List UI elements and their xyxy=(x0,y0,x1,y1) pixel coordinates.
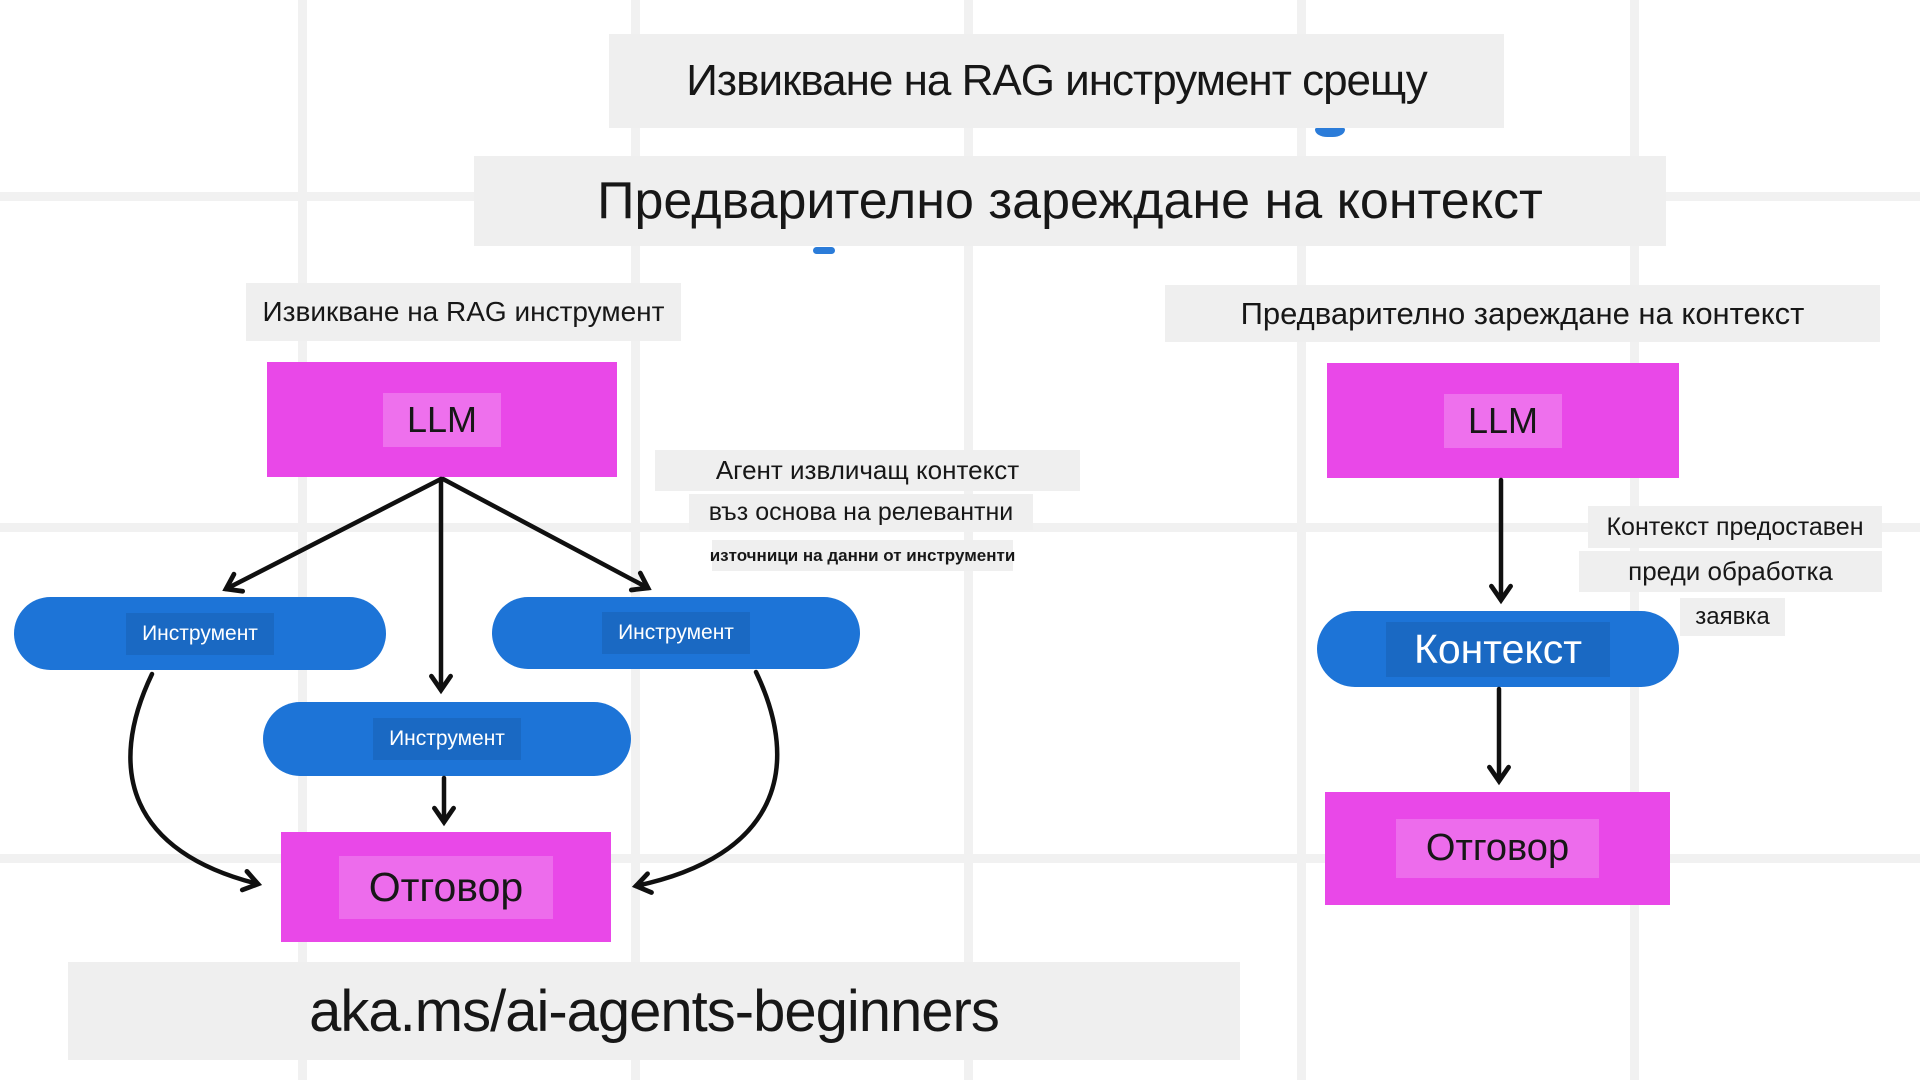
left-response-node: Отговор xyxy=(281,832,611,942)
right-llm-label: LLM xyxy=(1443,393,1563,448)
arrow-llm-to-tool-right xyxy=(440,476,652,593)
right-response-node: Отговор xyxy=(1325,792,1670,905)
blue-dash-mark xyxy=(813,247,835,254)
right-diagram-label: Предварително зареждане на контекст xyxy=(1165,285,1880,342)
context-label: Контекст xyxy=(1385,621,1611,677)
arrow-llm-to-tool-left xyxy=(222,476,444,594)
right-response-label: Отговор xyxy=(1395,819,1600,878)
main-title-line1: Извикване на RAG инструмент срещу xyxy=(609,34,1504,128)
right-annotation-line3: заявка xyxy=(1680,598,1785,636)
footer-link: aka.ms/ai-agents-beginners xyxy=(68,962,1240,1060)
context-node: Контекст xyxy=(1317,611,1679,687)
arrow-tool-left-to-response xyxy=(128,671,263,893)
grid-vline xyxy=(1297,0,1306,1080)
tool-node-middle: Инструмент xyxy=(263,702,631,776)
right-llm-node: LLM xyxy=(1327,363,1679,478)
left-annotation-line1: Агент извличащ контекст xyxy=(655,450,1080,491)
left-llm-node: LLM xyxy=(267,362,617,477)
left-annotation-line2: въз основа на релевантни xyxy=(689,494,1033,530)
tool-label: Инструмент xyxy=(126,612,274,655)
tool-node-left: Инструмент xyxy=(14,597,386,670)
right-annotation-line2: преди обработка xyxy=(1579,551,1882,592)
blue-crescent-mark xyxy=(1315,128,1345,137)
left-annotation-line3: източници на данни от инструменти xyxy=(710,540,1015,571)
tool-label: Инструмент xyxy=(373,718,521,760)
left-diagram-label: Извикване на RAG инструмент xyxy=(246,283,681,341)
main-title-line2: Предварително зареждане на контекст xyxy=(474,156,1666,246)
grid-hline xyxy=(0,854,1920,863)
left-response-label: Отговор xyxy=(338,855,554,919)
tool-node-right: Инструмент xyxy=(492,597,860,669)
tool-label: Инструмент xyxy=(602,612,750,654)
left-llm-label: LLM xyxy=(382,392,502,447)
right-annotation-line1: Контекст предоставен xyxy=(1588,506,1882,548)
